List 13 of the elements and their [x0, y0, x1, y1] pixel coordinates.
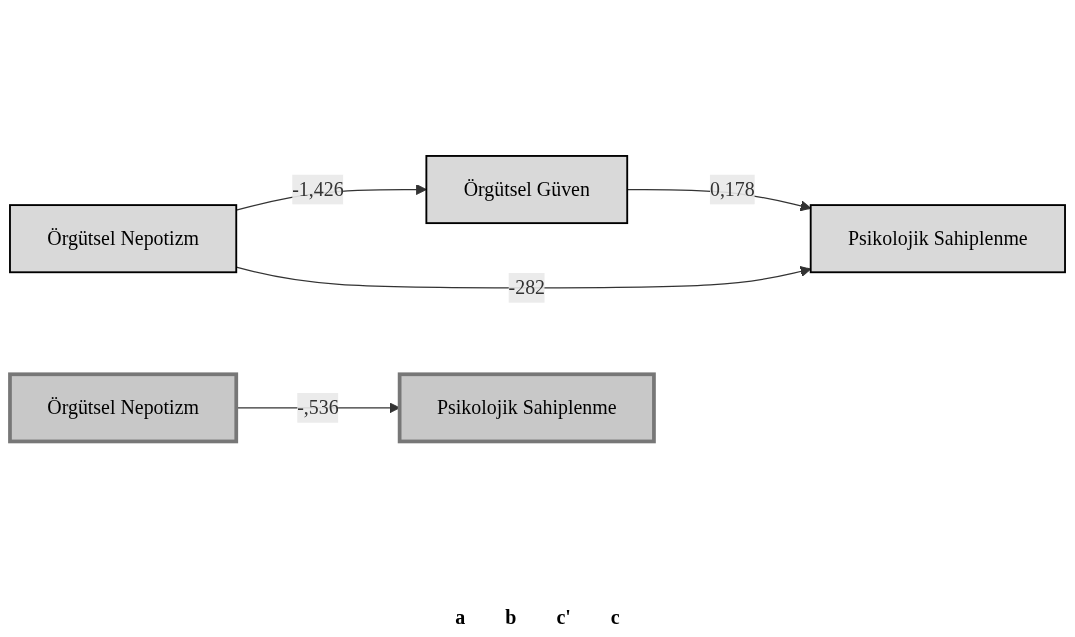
edge-label: 0,178	[709, 178, 755, 200]
node-box: Psikolojik Sahiplenme	[397, 372, 656, 444]
edge-label: -282	[508, 276, 546, 299]
path-label: a	[455, 606, 466, 629]
node-box: Örgütsel Nepotizm	[8, 372, 239, 444]
edge-label: -,536	[297, 396, 339, 419]
node-box: Örgütsel Nepotizm	[9, 204, 238, 274]
edge-label: -1,426	[292, 178, 344, 200]
path-label: c'	[556, 606, 571, 629]
node-box: Örgütsel Güven	[425, 155, 629, 225]
path-label: b	[505, 606, 517, 629]
node-box: Psikolojik Sahiplenme	[809, 204, 1066, 274]
path-label: c	[610, 606, 620, 629]
